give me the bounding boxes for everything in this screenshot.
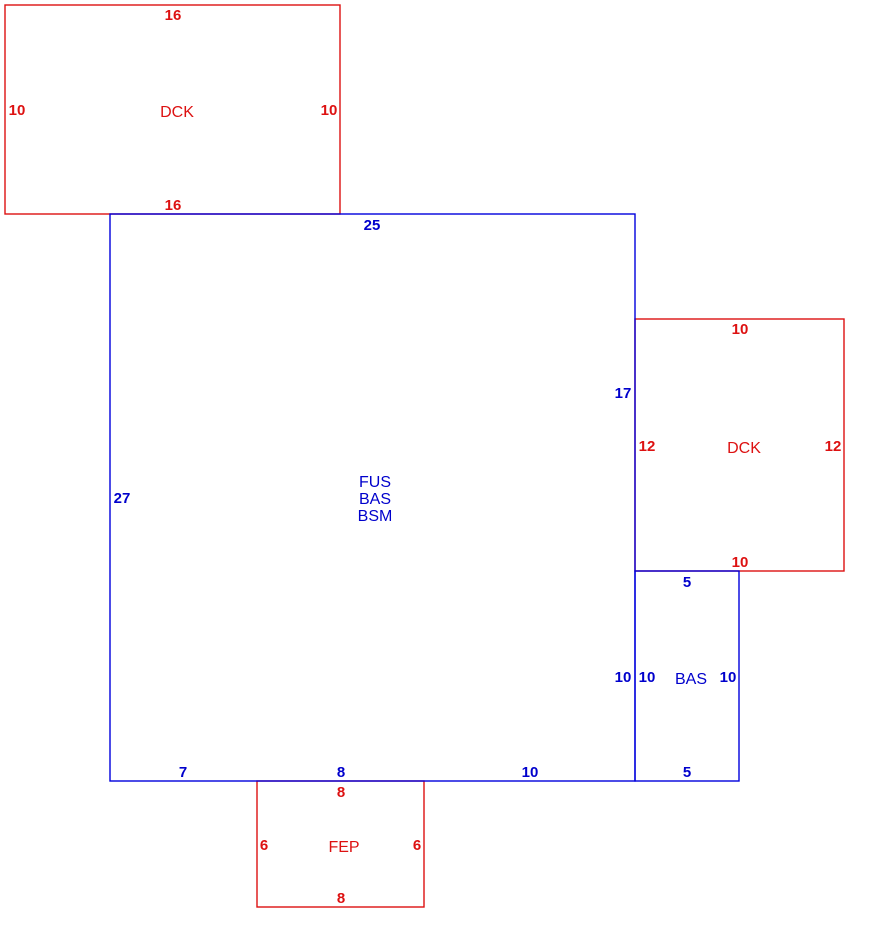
bas-top-dim: 5 [683,574,691,591]
bas-bottom-dim: 5 [683,764,691,781]
deck-top-right-dim: 10 [321,102,338,119]
main-left-dim: 27 [114,490,131,507]
porch-left-dim: 6 [260,837,268,854]
porch-label: FEP [328,839,359,856]
main-top-dim: 25 [364,217,381,234]
deck-top-bottom-dim: 16 [165,197,182,214]
main-bottom-dim-a: 7 [179,764,187,781]
main-bottom-dim-b: 8 [337,764,345,781]
deck-top-top-dim: 16 [165,7,182,24]
deck-right-left-dim: 12 [639,438,656,455]
main-label-bas: BAS [359,491,391,508]
deck-top-label: DCK [160,104,194,121]
bas-right-dim: 10 [720,669,737,686]
main-bottom-dim-c: 10 [522,764,539,781]
bas-left-dim: 10 [639,669,656,686]
main-house-outline [109,213,636,782]
main-label-bsm: BSM [358,508,393,525]
porch-top-dim: 8 [337,784,345,801]
main-right-upper-dim: 17 [615,385,632,402]
deck-right-right-dim: 12 [825,438,842,455]
main-label-fus: FUS [359,474,391,491]
porch-bottom-dim: 8 [337,890,345,907]
deck-right-top-dim: 10 [732,321,749,338]
deck-right-label: DCK [727,440,761,457]
main-right-lower-dim: 10 [615,669,632,686]
bas-addition-outline [634,570,740,782]
deck-top-left-dim: 10 [9,102,26,119]
porch-right-dim: 6 [413,837,421,854]
deck-right-bottom-dim: 10 [732,554,749,571]
bas-label: BAS [675,671,707,688]
